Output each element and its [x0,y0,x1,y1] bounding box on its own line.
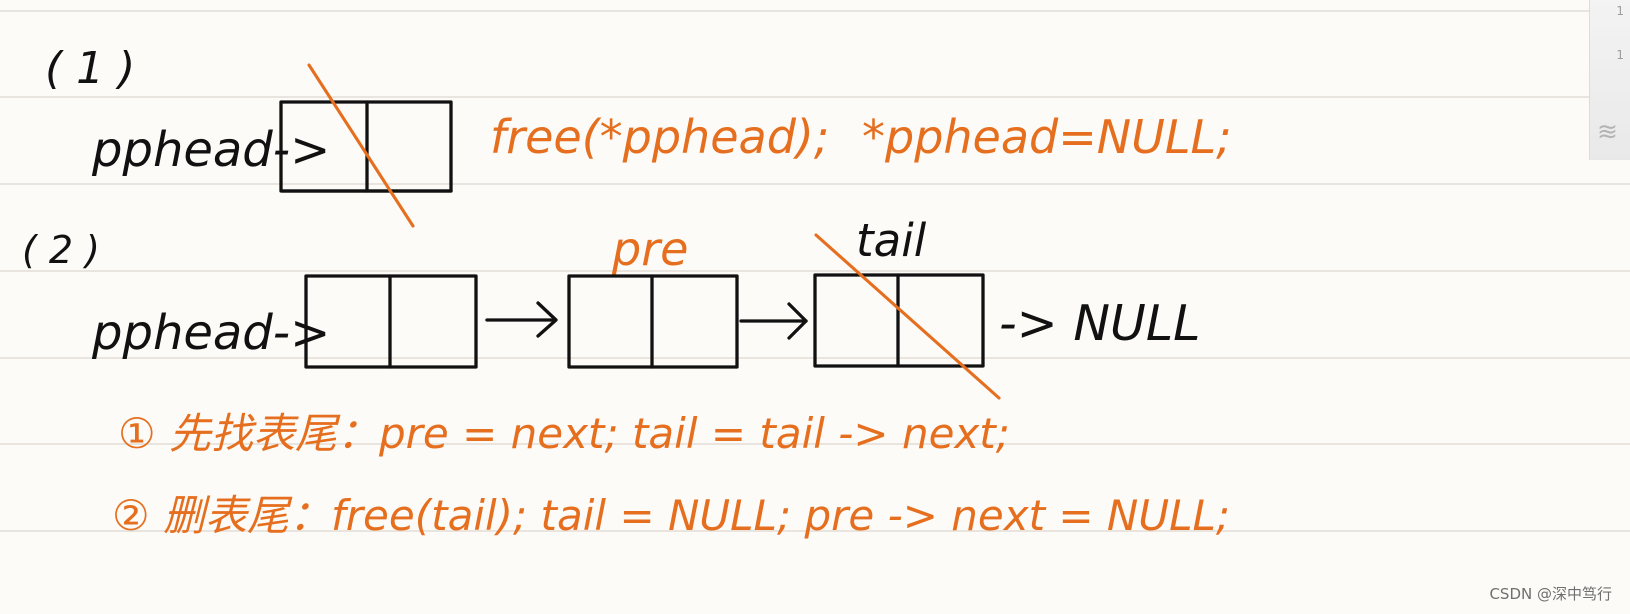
step-two-instruction: ② 删表尾：free(tail); tail = NULL; pre -> ne… [112,491,1230,540]
arrow-two [739,302,808,340]
linked-list-node-one [304,274,478,369]
tail-label: tail [856,214,927,267]
side-toolbar[interactable]: 1 1 ≋ [1589,0,1630,160]
case-one-label: ( 1 ) [45,43,135,94]
pphead-null-code: *pphead=NULL; [862,110,1232,164]
delete-strike-two [814,233,1001,400]
free-pphead-code: free(*pphead); [490,110,829,164]
step-one-instruction: ① 先找表尾：pre = next; tail = tail -> next; [118,409,1010,458]
pre-label: pre [611,222,688,276]
pphead-label-one: pphead-> [91,122,330,178]
watermark-text: CSDN @深中笃行 [1489,585,1612,603]
case-two-label: ( 2 ) [22,228,100,272]
delete-strike-one [307,63,415,228]
arrow-one [485,301,558,338]
single-node-box [279,100,453,193]
linked-list-node-pre [567,274,739,369]
linked-list-node-tail [813,273,985,368]
side-toolbar-number-two: 1 [1616,48,1624,62]
null-end-label: -> NULL [999,295,1200,352]
layers-icon[interactable]: ≋ [1597,117,1618,146]
pphead-label-two: pphead-> [91,305,330,361]
side-toolbar-number-one: 1 [1616,4,1624,18]
